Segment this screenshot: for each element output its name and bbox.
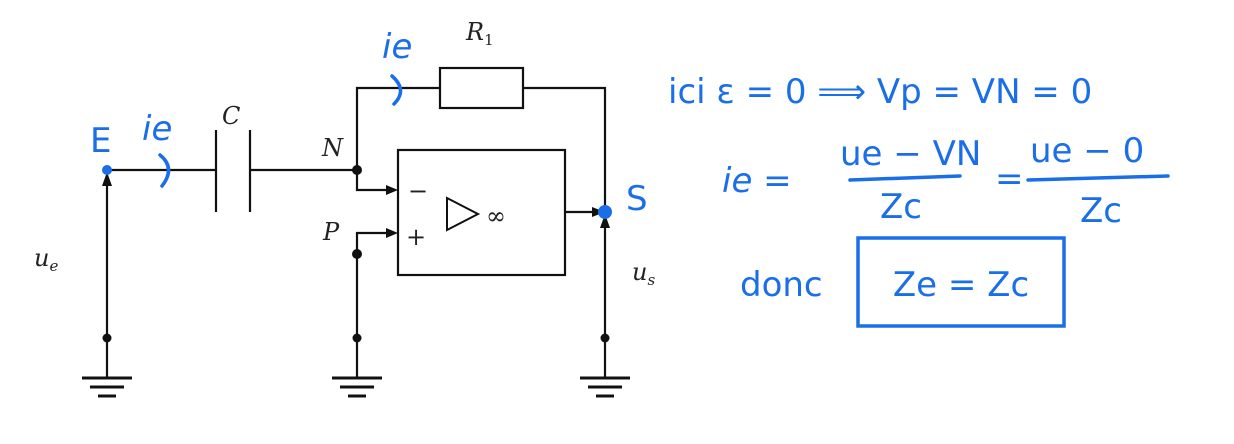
current-arrow-input xyxy=(158,153,171,188)
ground-node-dot xyxy=(102,333,112,343)
circuit: ∞ − + C R1 N P ue us xyxy=(34,18,655,398)
resistor-r1 xyxy=(438,66,525,110)
handwritten-annotations: E ie ie S ici ε = 0 ⟹ Vp = VN = 0 ie = u… xyxy=(90,27,1170,328)
plus-input-wire xyxy=(355,231,390,254)
ue-label-main: u xyxy=(34,244,49,272)
ground-icon xyxy=(332,376,382,398)
equation-equals: = xyxy=(995,159,1024,199)
us-label-sub: s xyxy=(647,271,655,289)
ground-icon xyxy=(580,376,630,398)
ue-label-sub: e xyxy=(49,257,58,275)
current-ie-label: ie xyxy=(142,109,172,149)
fraction2-numerator: ue − 0 xyxy=(1030,131,1144,171)
result-equation: Ze = Zc xyxy=(893,265,1029,305)
current-ie-feedback-label: ie xyxy=(382,27,412,67)
plus-arrow-icon xyxy=(386,228,398,238)
node-s-dot xyxy=(598,205,612,219)
equation-ie: ie = xyxy=(722,161,792,201)
us-label: us xyxy=(632,258,655,289)
minus-input-wire xyxy=(355,170,390,192)
node-p-label: P xyxy=(322,218,340,246)
conclusion-word: donc xyxy=(740,265,823,305)
node-n-label: N xyxy=(321,134,344,162)
result-box xyxy=(856,236,1066,328)
ground-icon xyxy=(82,376,132,398)
fraction2-bar xyxy=(1026,174,1170,182)
gain-label: ∞ xyxy=(486,202,506,230)
equation-line1: ici ε = 0 ⟹ Vp = VN = 0 xyxy=(668,72,1092,112)
current-arrow-feedback xyxy=(390,74,403,106)
feedback-wire-left xyxy=(355,86,440,170)
us-label-main: u xyxy=(632,258,647,286)
minus-label: − xyxy=(408,177,428,205)
fraction1-denominator: Zc xyxy=(880,187,922,227)
fraction1-numerator: ue − VN xyxy=(840,134,981,174)
minus-arrow-icon xyxy=(386,185,398,195)
resistor-label-sub: 1 xyxy=(484,31,494,49)
capacitor-label: C xyxy=(222,102,240,130)
fraction1-bar xyxy=(848,174,962,182)
node-s-label: S xyxy=(626,179,648,219)
fraction2-denominator: Zc xyxy=(1080,191,1122,231)
op-amp xyxy=(396,148,567,277)
ue-arrowhead-icon xyxy=(102,172,112,186)
node-e-dot xyxy=(102,165,112,175)
ue-label: ue xyxy=(34,244,58,275)
resistor-label: R1 xyxy=(465,18,494,49)
ground-node-dot xyxy=(352,333,362,343)
feedback-wire-right xyxy=(523,86,607,212)
resistor-label-main: R xyxy=(465,18,484,46)
us-arrowhead-icon xyxy=(600,214,610,228)
plus-label: + xyxy=(406,223,426,251)
amplifier-triangle-icon xyxy=(446,196,481,232)
node-e-label: E xyxy=(90,121,111,161)
ground-node-dot xyxy=(600,333,610,343)
